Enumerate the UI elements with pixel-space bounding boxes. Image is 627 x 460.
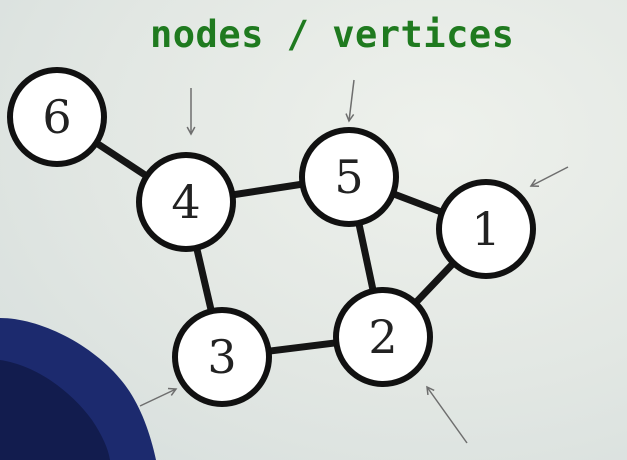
pointer-arrow-node-4 <box>186 88 196 136</box>
node-5: 5 <box>299 127 399 227</box>
pointer-arrow-node-1 <box>529 166 569 187</box>
node-circle <box>7 67 107 167</box>
node-circle <box>172 307 272 407</box>
pointer-arrow-node-5 <box>345 79 355 123</box>
node-label: 3 <box>207 330 236 384</box>
node-4: 4 <box>136 152 236 252</box>
pointer-arrow-node-2 <box>426 385 468 444</box>
node-6: 6 <box>7 67 107 167</box>
node-2: 2 <box>333 287 433 387</box>
node-circle <box>436 179 536 279</box>
node-3: 3 <box>172 307 272 407</box>
node-circle <box>136 152 236 252</box>
node-circle <box>333 287 433 387</box>
node-label: 1 <box>471 202 500 256</box>
node-1: 1 <box>436 179 536 279</box>
node-circle <box>299 127 399 227</box>
node-label: 5 <box>334 150 363 204</box>
node-label: 4 <box>171 175 200 229</box>
presenter-silhouette <box>0 318 156 460</box>
diagram-title: nodes / vertices <box>150 13 515 56</box>
node-label: 2 <box>368 310 397 364</box>
pointer-arrow-node-3 <box>139 387 178 407</box>
node-label: 6 <box>42 90 71 144</box>
